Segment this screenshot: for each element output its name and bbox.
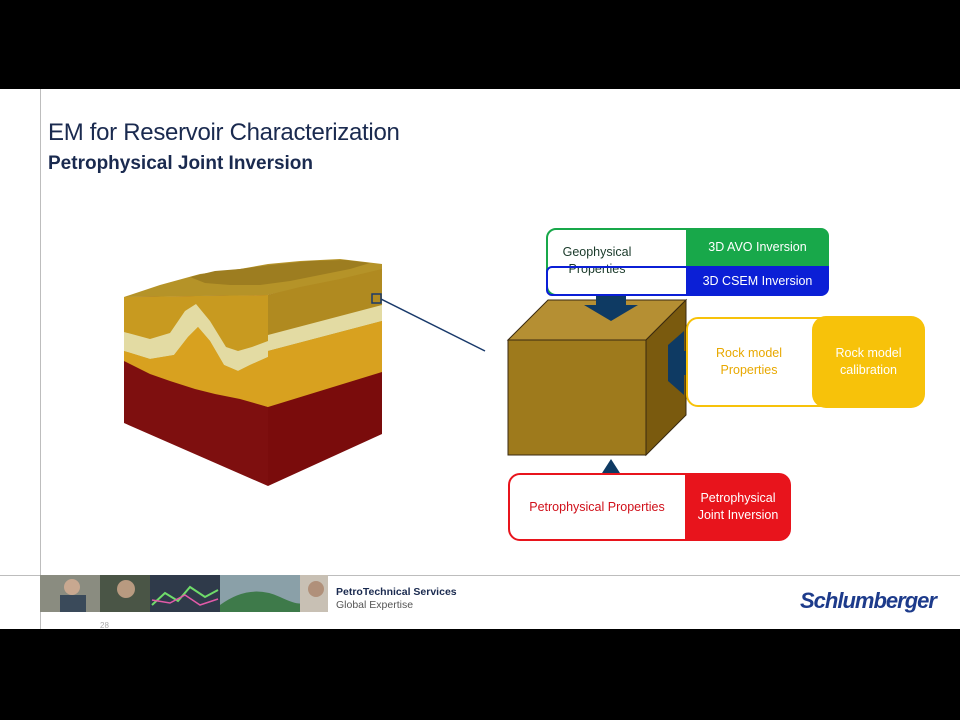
geophysical-properties-box: Geophysical Properties [546, 228, 696, 296]
csem-inversion-box: 3D CSEM Inversion [686, 266, 829, 296]
slide: EM for Reservoir Characterization Petrop… [0, 89, 960, 629]
footer-services: PetroTechnical Services [336, 586, 457, 598]
footer-divider [0, 575, 960, 576]
petrophysical-properties-label: Petrophysical Properties [529, 499, 665, 514]
cube [506, 298, 688, 457]
petrophysical-properties-box: Petrophysical Properties [508, 473, 698, 541]
csem-inversion-label: 3D CSEM Inversion [702, 273, 813, 288]
avo-inversion-label: 3D AVO Inversion [708, 239, 807, 254]
slide-subtitle: Petrophysical Joint Inversion [48, 153, 314, 174]
rock-model-properties-label: Rock model Properties [716, 346, 782, 377]
geophysical-properties-label: Geophysical Properties [562, 244, 632, 276]
schlumberger-logo: Schlumberger [800, 588, 937, 613]
diagram-graphics [124, 259, 694, 497]
arrow-down-icon [584, 293, 638, 321]
earth-model-block [124, 259, 382, 486]
connector-line [380, 298, 486, 352]
slide-title: EM for Reservoir Characterization [48, 119, 400, 146]
left-divider [40, 89, 41, 629]
page-number: 28 [100, 621, 109, 629]
rock-model-calibration-label: Rock model calibration [835, 346, 902, 377]
rock-model-properties-box: Rock model Properties [686, 317, 836, 407]
csem-outline [546, 266, 696, 296]
footer-photo-strip [40, 575, 328, 612]
petrophysical-joint-inversion-box: Petrophysical Joint Inversion [685, 473, 791, 541]
rock-model-calibration-box: Rock model calibration [812, 316, 925, 408]
petrophysical-joint-inversion-label: Petrophysical Joint Inversion [697, 491, 779, 522]
footer-tagline: PetroTechnical Services Global Expertise [336, 586, 457, 612]
footer-expertise: Global Expertise [336, 599, 414, 611]
avo-inversion-box: 3D AVO Inversion [686, 228, 829, 266]
arrow-left-icon [668, 331, 694, 395]
